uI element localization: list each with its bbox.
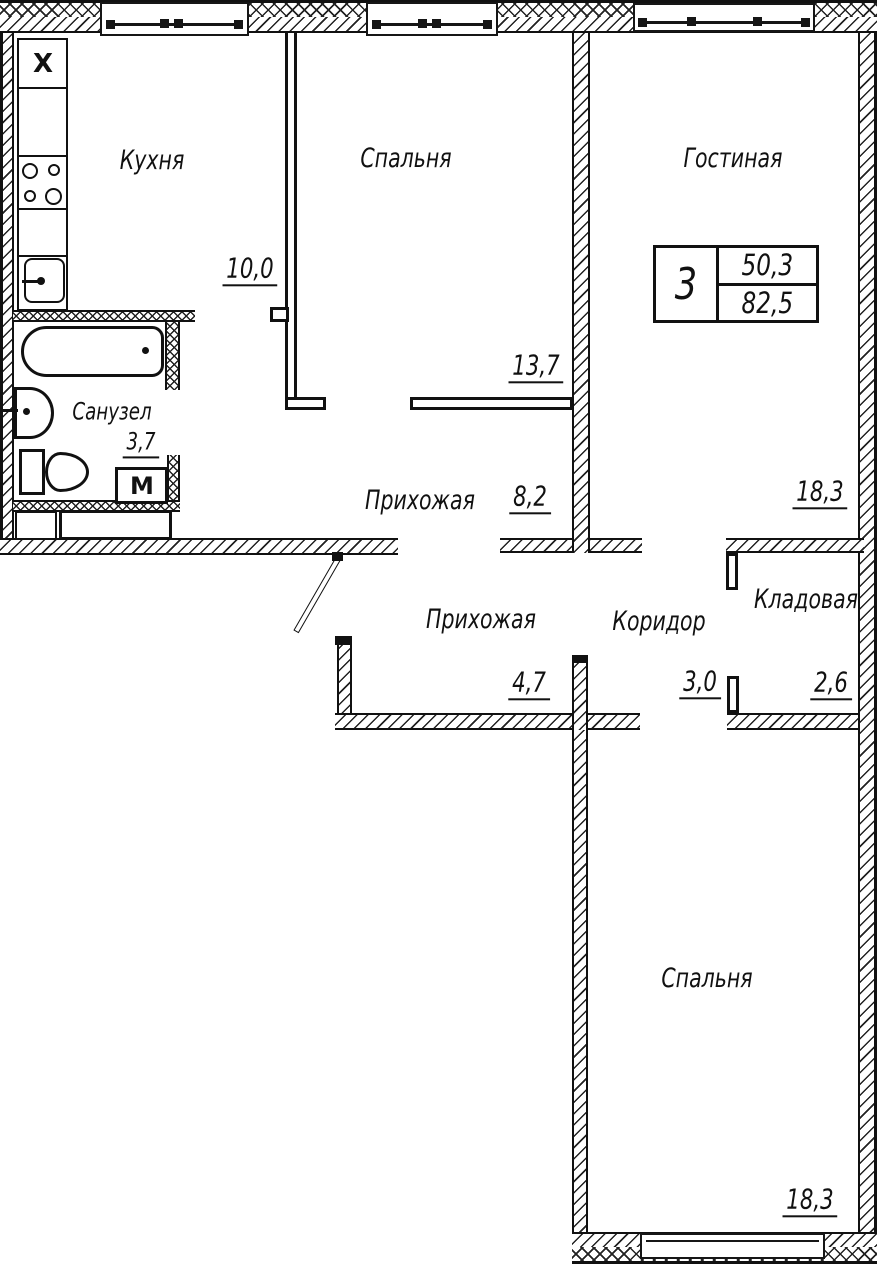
wall-band-strip-bottom-right bbox=[727, 713, 858, 730]
window-frame-mark bbox=[483, 20, 492, 29]
entrance-wall-band bbox=[0, 538, 398, 555]
exterior-wall-left bbox=[0, 33, 14, 553]
wall-hall-lower-left bbox=[337, 638, 352, 713]
window-frame-mark bbox=[638, 18, 647, 27]
kitchen-unit-x-mark: X bbox=[32, 49, 54, 79]
stamp-living-area: 50,3 bbox=[719, 248, 816, 286]
window-frame-mark bbox=[432, 19, 441, 28]
bathtub-drain bbox=[142, 347, 149, 354]
room-area-bathroom: 3,7 bbox=[122, 429, 160, 459]
room-area-storage: 2,6 bbox=[810, 667, 852, 701]
window-frame-mark bbox=[372, 20, 381, 29]
kitchen-cabinet bbox=[17, 87, 68, 158]
room-label-bathroom: Санузел bbox=[72, 397, 152, 426]
room-label-bedroom-top: Спальня bbox=[360, 142, 452, 174]
room-label-hall-lower: Прихожая bbox=[426, 603, 536, 635]
bathtub bbox=[21, 326, 164, 377]
window-bedroom-top bbox=[366, 2, 498, 36]
window-bedroom-bottom bbox=[640, 1233, 825, 1259]
room-area-corridor: 3,0 bbox=[679, 666, 721, 700]
stamp-areas: 50,3 82,5 bbox=[719, 248, 816, 320]
room-area-kitchen: 10,0 bbox=[222, 253, 278, 287]
wall-cap bbox=[572, 655, 588, 663]
stamp-total-area: 82,5 bbox=[741, 285, 794, 320]
wall-bedroom-bottom-left bbox=[572, 730, 588, 1232]
wall-band-storage-top bbox=[726, 538, 864, 553]
wall-living-left bbox=[572, 33, 590, 553]
wall-kitchen-bedroom-foot bbox=[285, 397, 326, 410]
storage-door-jamb-top bbox=[726, 553, 738, 590]
washing-machine-label: М bbox=[130, 472, 154, 500]
stove-burner bbox=[24, 190, 36, 202]
room-area-bedroom-top: 13,7 bbox=[508, 350, 564, 384]
room-label-storage: Кладовая bbox=[753, 583, 859, 615]
window-frame-mark bbox=[687, 17, 696, 26]
window-glazing-bar bbox=[639, 21, 809, 24]
entrance-door-hinge bbox=[332, 552, 343, 561]
window-frame-mark bbox=[801, 18, 810, 27]
wall-band-strip-bottom-left bbox=[335, 713, 640, 730]
kitchen-door-jamb bbox=[270, 307, 289, 322]
washbasin-drain bbox=[23, 408, 30, 415]
window-frame-mark bbox=[753, 17, 762, 26]
entrance-door-leaf bbox=[293, 557, 341, 634]
wall-kitchen-bedroom bbox=[285, 33, 297, 410]
window-frame-mark bbox=[234, 20, 243, 29]
wall-cap bbox=[335, 636, 352, 645]
bathroom-wall-right bbox=[165, 322, 180, 390]
room-area-bedroom-bottom: 18,3 bbox=[782, 1184, 838, 1218]
window-frame-mark bbox=[174, 19, 183, 28]
kitchen-sink-faucet bbox=[22, 280, 38, 283]
wall-bedroom-hallway bbox=[410, 397, 573, 410]
window-living bbox=[633, 3, 815, 32]
stove-burner bbox=[45, 188, 62, 205]
kitchen-cabinet-sink-unit bbox=[17, 38, 68, 90]
bathroom-wall-top bbox=[13, 310, 195, 322]
hallway-closet-small bbox=[15, 511, 57, 540]
washbasin bbox=[14, 387, 54, 439]
wall-band-hall-corridor bbox=[500, 538, 642, 553]
window-frame-mark bbox=[160, 19, 169, 28]
washbasin-faucet bbox=[2, 409, 18, 412]
washing-machine bbox=[115, 467, 168, 504]
wall-bedroom-bottom-stub bbox=[572, 657, 588, 730]
window-frame-mark bbox=[418, 19, 427, 28]
room-area-hall-upper: 8,2 bbox=[509, 481, 551, 515]
window-frame-mark bbox=[106, 20, 115, 29]
apartment-stamp: 3 50,3 82,5 bbox=[653, 245, 819, 323]
toilet-bowl bbox=[45, 452, 89, 492]
room-label-corridor: Коридор bbox=[612, 605, 706, 637]
stamp-rooms-count: 3 bbox=[656, 248, 719, 320]
storage-door-jamb-bottom bbox=[727, 676, 739, 713]
hallway-closet-large bbox=[59, 510, 172, 540]
stove-burner bbox=[48, 164, 60, 176]
room-area-hall-lower: 4,7 bbox=[508, 667, 550, 701]
room-label-kitchen: Кухня bbox=[119, 144, 185, 176]
bathroom-door-jamb bbox=[167, 455, 180, 512]
room-label-bedroom-bottom: Спальня bbox=[661, 962, 753, 994]
kitchen-sink-faucet-knob bbox=[37, 277, 45, 285]
room-label-living: Гостиная bbox=[683, 142, 783, 174]
stove-burner bbox=[22, 163, 38, 179]
exterior-wall-right bbox=[858, 33, 877, 1232]
window-glazing-bar bbox=[646, 1240, 819, 1242]
window-kitchen bbox=[100, 2, 249, 36]
toilet-tank bbox=[19, 449, 45, 495]
room-label-hall-upper: Прихожая bbox=[365, 484, 475, 516]
room-area-living: 18,3 bbox=[792, 476, 848, 510]
kitchen-cabinet bbox=[17, 208, 68, 258]
